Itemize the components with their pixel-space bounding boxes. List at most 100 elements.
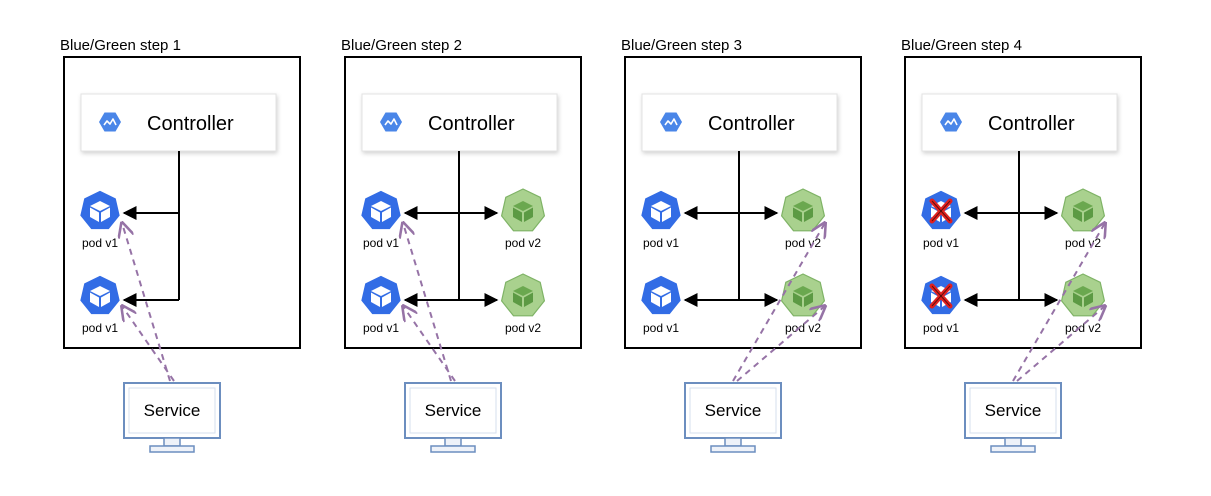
controller-label: Controller (708, 113, 795, 135)
controller-box: Controller (641, 93, 838, 152)
traffic-routes (403, 223, 456, 382)
red-x-icon (929, 198, 953, 224)
cube-top-face (1073, 201, 1093, 211)
cube-top-face (513, 286, 533, 296)
pulse-glyph (384, 118, 398, 126)
x-outline (931, 285, 951, 307)
pod-v2 (500, 188, 546, 232)
pod-v2 (1060, 273, 1106, 317)
controller-connectors (963, 151, 1059, 307)
cube-right-face (662, 292, 671, 307)
monitor-screen (128, 387, 216, 434)
panel-title: Blue/Green step 1 (60, 37, 181, 54)
cube-left-face (651, 292, 660, 307)
pod-label: pod v1 (363, 321, 399, 335)
gcp-hexagon-icon (380, 112, 402, 132)
cube-left-face (651, 207, 660, 222)
pod-label: pod v2 (505, 236, 541, 250)
pod-label: pod v1 (643, 236, 679, 250)
controller-connectors (683, 151, 779, 307)
gcp-hexagon-icon (660, 112, 682, 132)
cube-right-face (524, 207, 533, 222)
cube-top-face (651, 201, 671, 211)
cube-top-face (793, 201, 813, 211)
cube-top-face (513, 201, 533, 211)
traffic-arrow (122, 306, 175, 382)
pulse-glyph (944, 118, 958, 126)
cube-left-face (793, 207, 802, 222)
cube-top-face (371, 201, 391, 211)
cube-right-face (1084, 292, 1093, 307)
panel-border (624, 56, 862, 349)
cube-left-face (371, 292, 380, 307)
pod-v2 (780, 273, 826, 317)
service-label: Service (425, 401, 482, 420)
cube-right-face (804, 207, 813, 222)
controller-box: Controller (921, 93, 1118, 152)
traffic-arrow (403, 306, 456, 382)
pod-label: pod v1 (923, 321, 959, 335)
monitor-base (430, 445, 476, 453)
traffic-arrow (732, 223, 825, 382)
service-node: Service (123, 382, 221, 453)
panel-title: Blue/Green step 3 (621, 37, 742, 54)
cube-right-face (804, 292, 813, 307)
gcp-hexagon-icon (99, 112, 121, 132)
traffic-routes (1012, 223, 1105, 382)
cube-top-face (90, 286, 110, 296)
monitor-base (149, 445, 195, 453)
pod-label: pod v1 (643, 321, 679, 335)
cube-top-face (1073, 286, 1093, 296)
panel-title: Blue/Green step 4 (901, 37, 1022, 54)
service-label: Service (985, 401, 1042, 420)
pod-v1 (639, 274, 683, 316)
cube-right-face (382, 292, 391, 307)
gcp-hexagon-icon (940, 112, 962, 132)
service-label: Service (144, 401, 201, 420)
panel-border (904, 56, 1142, 349)
cube-left-face (513, 207, 522, 222)
controller-label: Controller (988, 113, 1075, 135)
pod-v1 (639, 189, 683, 231)
controller-box: Controller (80, 93, 277, 152)
cube-right-face (382, 207, 391, 222)
pod-v1 (919, 189, 963, 231)
monitor-neck (724, 437, 742, 447)
x-outline (931, 200, 951, 222)
monitor-neck (163, 437, 181, 447)
red-x-icon (929, 283, 953, 309)
monitor-screen (689, 387, 777, 434)
service-node: Service (964, 382, 1062, 453)
pod-v2 (780, 188, 826, 232)
service-label: Service (705, 401, 762, 420)
cube-right-face (662, 207, 671, 222)
traffic-routes (122, 223, 175, 382)
monitor-base (710, 445, 756, 453)
cube-left-face (513, 292, 522, 307)
controller-label: Controller (428, 113, 515, 135)
pod-v2 (1060, 188, 1106, 232)
pulse-glyph (103, 118, 117, 126)
cube-left-face (90, 292, 99, 307)
pulse-glyph (664, 118, 678, 126)
cube-left-face (793, 292, 802, 307)
pod-v1 (359, 189, 403, 231)
controller-box: Controller (361, 93, 558, 152)
pod-v1 (359, 274, 403, 316)
monitor-screen (409, 387, 497, 434)
cube-left-face (1073, 292, 1082, 307)
traffic-arrow (736, 306, 825, 382)
pod-v2 (500, 273, 546, 317)
cube-top-face (371, 286, 391, 296)
cube-left-face (1073, 207, 1082, 222)
traffic-routes (732, 223, 825, 382)
cube-left-face (371, 207, 380, 222)
panel-border (63, 56, 301, 349)
monitor-base (990, 445, 1036, 453)
monitor-screen (969, 387, 1057, 434)
cube-top-face (793, 286, 813, 296)
